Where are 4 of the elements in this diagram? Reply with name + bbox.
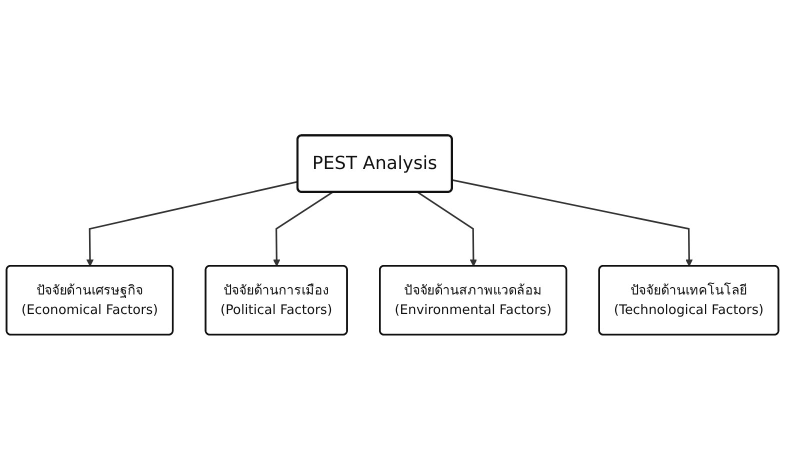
arrow: [273, 192, 333, 266]
arrow: [86, 180, 298, 266]
arrow: [452, 179, 693, 266]
arrow: [417, 192, 478, 266]
